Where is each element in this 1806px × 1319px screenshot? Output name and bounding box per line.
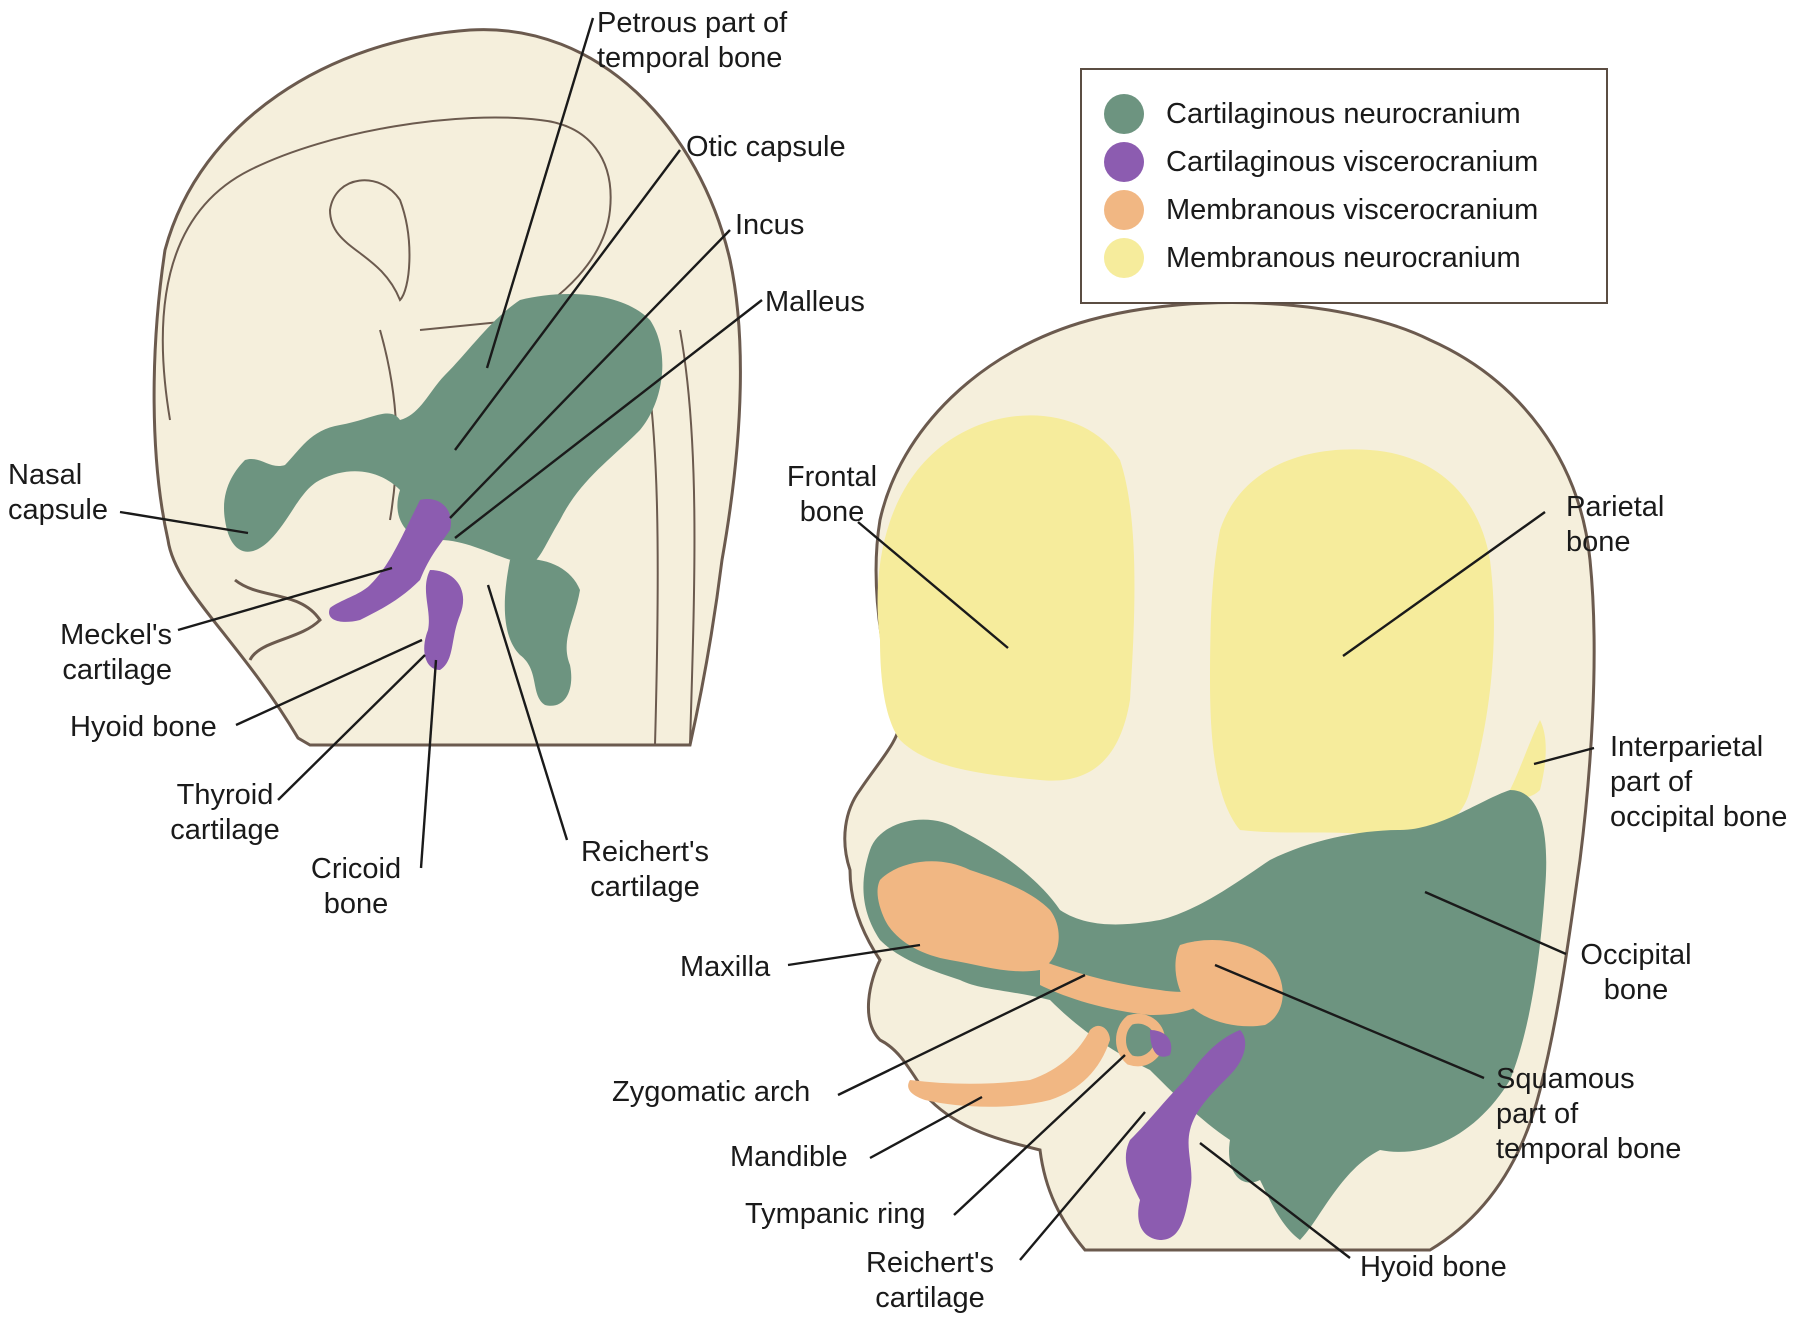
legend-item: Cartilaginous neurocranium xyxy=(1104,92,1521,136)
legend-swatch xyxy=(1104,94,1144,134)
legend-swatch xyxy=(1104,142,1144,182)
legend-item: Membranous viscerocranium xyxy=(1104,188,1538,232)
label-mandible: Mandible xyxy=(730,1140,848,1175)
label-occipital-bone: Occipital bone xyxy=(1566,938,1706,1008)
label-interparietal: Interparietal part of occipital bone xyxy=(1610,730,1787,835)
legend: Cartilaginous neurocranium Cartilaginous… xyxy=(1080,68,1608,304)
label-squamous-temporal: Squamous part of temporal bone xyxy=(1496,1062,1681,1167)
legend-swatch xyxy=(1104,190,1144,230)
label-nasal-capsule: Nasal capsule xyxy=(8,458,108,528)
label-parietal-bone: Parietal bone xyxy=(1566,490,1664,560)
label-thyroid-cartilage: Thyroid cartilage xyxy=(150,778,300,848)
legend-label: Cartilaginous neurocranium xyxy=(1166,98,1521,131)
legend-item: Membranous neurocranium xyxy=(1104,236,1521,280)
label-malleus: Malleus xyxy=(765,285,865,320)
figure-a-head xyxy=(154,30,740,745)
label-maxilla: Maxilla xyxy=(680,950,770,985)
label-petrous-part: Petrous part of temporal bone xyxy=(597,6,787,76)
label-frontal-bone: Frontal bone xyxy=(762,460,902,530)
figure-b-head xyxy=(845,303,1594,1250)
legend-item: Cartilaginous viscerocranium xyxy=(1104,140,1538,184)
label-hyoid-bone-b: Hyoid bone xyxy=(1360,1250,1507,1285)
legend-label: Membranous neurocranium xyxy=(1166,242,1521,275)
parietal-bone-shape xyxy=(1210,449,1494,836)
label-zygomatic-arch: Zygomatic arch xyxy=(612,1075,810,1110)
label-tympanic-ring: Tympanic ring xyxy=(745,1197,926,1232)
label-reicherts-cartilage-b: Reichert's cartilage xyxy=(855,1246,1005,1316)
legend-label: Membranous viscerocranium xyxy=(1166,194,1538,227)
label-reicherts-cartilage-a: Reichert's cartilage xyxy=(570,835,720,905)
label-otic-capsule: Otic capsule xyxy=(686,130,846,165)
label-hyoid-bone-a: Hyoid bone xyxy=(70,710,217,745)
legend-label: Cartilaginous viscerocranium xyxy=(1166,146,1538,179)
leader-mandible xyxy=(870,1097,982,1158)
label-meckels-cartilage: Meckel's cartilage xyxy=(30,618,172,688)
label-cricoid-bone: Cricoid bone xyxy=(296,852,416,922)
label-incus: Incus xyxy=(735,208,804,243)
legend-swatch xyxy=(1104,238,1144,278)
